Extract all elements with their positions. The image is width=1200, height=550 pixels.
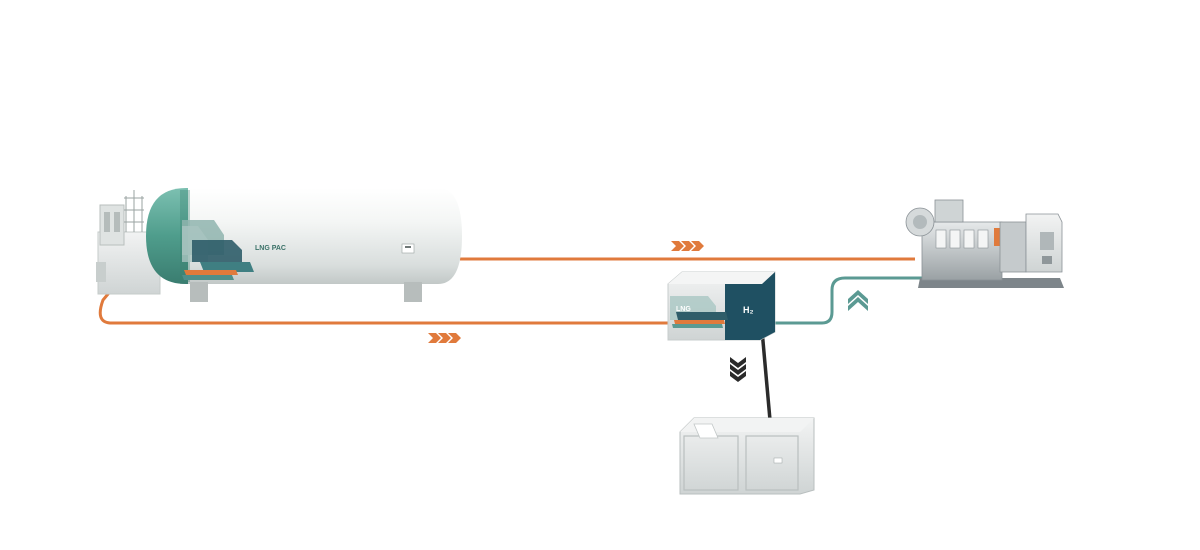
hydrogen-pipe-to-engine bbox=[772, 276, 930, 325]
tank-graphic-panels bbox=[182, 220, 254, 280]
reformer-lng-label: LNG bbox=[676, 306, 691, 313]
tank-logo-icon bbox=[401, 243, 415, 254]
flow-arrow-lng-bottom-icon bbox=[428, 333, 461, 343]
lng-pipe-to-reformer bbox=[98, 287, 672, 325]
tank-control-skid bbox=[96, 190, 161, 295]
tank-label: LNG PAC bbox=[255, 245, 286, 252]
power-cable bbox=[760, 329, 772, 421]
battery-container bbox=[679, 417, 815, 495]
tank-foot-left bbox=[190, 282, 208, 302]
reformer-unit: LNG H₂ bbox=[667, 271, 776, 341]
flow-arrow-lng-top-icon bbox=[671, 241, 704, 251]
tank-foot-right bbox=[404, 282, 422, 302]
lng-pac-tank: LNG PAC bbox=[96, 188, 462, 302]
flow-arrow-power-down-icon bbox=[730, 357, 746, 382]
reformer-h2-label: H₂ bbox=[743, 305, 754, 315]
gas-engine-genset bbox=[905, 199, 1064, 288]
flow-arrow-hydrogen-up-icon bbox=[848, 290, 868, 311]
